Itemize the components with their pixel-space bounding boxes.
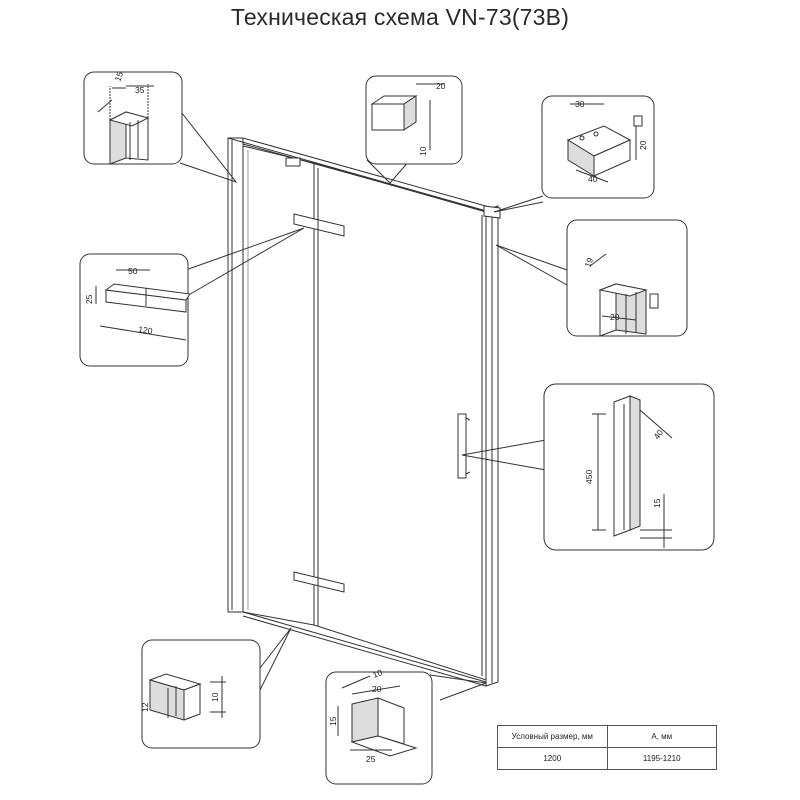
top-corner-detail [566, 103, 643, 183]
dim-hinge-a: 50 [128, 266, 138, 276]
shower-door [227, 137, 501, 687]
dim-handle-c: 15 [652, 498, 662, 508]
dim-right-profile-b: 20 [610, 312, 620, 322]
dim-handle-a: 450 [584, 470, 594, 484]
dim-bottom-stop-c: 15 [328, 716, 338, 726]
top-corner-connector [483, 205, 501, 219]
top-profile-detail [370, 83, 444, 150]
top-clip [285, 157, 301, 167]
table-header-cell: А, мм [606, 725, 717, 748]
dim-bottom-seal-a: 12 [140, 702, 150, 712]
callout-bottom-seal [141, 639, 261, 749]
diagram-title: Техническая схема VN-73(73B) [230, 4, 570, 30]
dim-hinge-b: 25 [84, 294, 94, 304]
table-cell: 1200 [497, 747, 608, 770]
callout-right-profile [566, 219, 688, 337]
left-wall-profile [227, 137, 244, 613]
table-header-row: Условный размер, мм А, мм [497, 725, 717, 748]
bottom-seal-detail [148, 673, 226, 721]
lower-hinge [293, 571, 345, 593]
callout-hinge [79, 253, 189, 367]
leader-lines [177, 107, 568, 701]
dim-top-corner-c: 40 [588, 174, 598, 184]
bottom-stop-detail [337, 675, 418, 757]
right-profile-detail [589, 253, 659, 337]
dim-bottom-stop-a: 10 [371, 667, 384, 680]
dimension-labels: 15 35 20 10 30 20 40 50 25 120 19 20 450… [84, 70, 665, 764]
table-cell: 1195-1210 [606, 747, 717, 770]
table-header-cell: Условный размер, мм [497, 725, 608, 748]
dim-left-profile-b: 35 [135, 85, 145, 95]
upper-hinge [293, 213, 345, 237]
dim-bottom-seal-b: 10 [210, 692, 220, 702]
size-table: Условный размер, мм А, мм 1200 1195-1210 [497, 725, 717, 770]
dim-top-profile-b: 10 [418, 146, 428, 156]
dim-hinge-c: 120 [138, 324, 154, 336]
dim-top-corner-b: 20 [638, 140, 648, 150]
door-handle [457, 413, 467, 479]
dim-left-profile-a: 15 [112, 70, 125, 83]
table-row: 1200 1195-1210 [497, 747, 717, 770]
dim-right-profile-a: 19 [582, 256, 595, 269]
dim-bottom-stop-d: 25 [366, 754, 376, 764]
hinge-detail [95, 269, 191, 341]
handle-detail [592, 395, 673, 548]
left-profile-detail [97, 84, 154, 165]
dim-top-corner-a: 30 [575, 99, 585, 109]
dim-bottom-stop-b: 20 [372, 684, 382, 694]
dim-top-profile-a: 20 [436, 81, 446, 91]
